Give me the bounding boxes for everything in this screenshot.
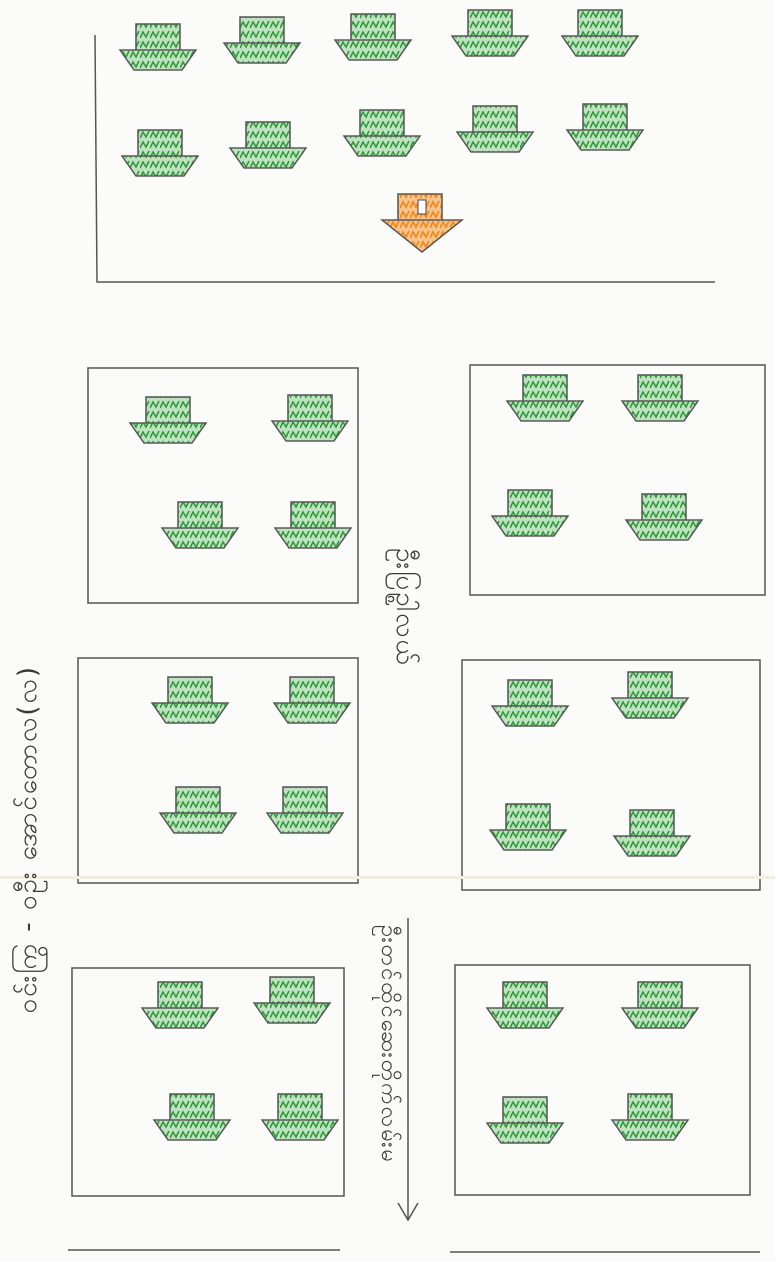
house-sketch-icon	[487, 1097, 563, 1143]
house-sketch-icon	[254, 977, 330, 1023]
house-sketch-icon	[274, 677, 350, 723]
house-sketch-icon	[262, 1094, 338, 1140]
house-sketch-icon	[562, 10, 638, 56]
house-sketch-icon	[267, 787, 343, 833]
house-sketch-icon	[612, 1094, 688, 1140]
house-sketch-icon	[622, 375, 698, 421]
house-sketch-icon	[490, 804, 566, 850]
house-sketch-icon	[162, 502, 238, 548]
house-sketch-icon	[130, 397, 206, 443]
house-sketch-icon	[160, 787, 236, 833]
label-area-name: ဦးပြဥ္ဂါလယ်	[386, 548, 425, 667]
label-road-left: ဝင်းကြွ - ဝဦး အောင်တောလ(လ)	[8, 665, 47, 1013]
block-right-3	[455, 965, 750, 1195]
house-sketch-icon	[614, 810, 690, 856]
house-sketch-icon	[272, 395, 348, 441]
house-sketch-icon	[122, 130, 198, 176]
house-sketch-icon	[344, 110, 420, 156]
house-sketch-icon	[142, 982, 218, 1028]
paper-fold-line	[0, 876, 775, 879]
block-right-2	[462, 660, 760, 890]
house-sketch-icon	[275, 502, 351, 548]
house-sketch-icon	[120, 24, 196, 70]
house-sketch-icon	[487, 982, 563, 1028]
house-sketch-icon	[457, 106, 533, 152]
block-right-1	[470, 365, 765, 595]
house-sketch-icon	[507, 375, 583, 421]
house-sketch-icon	[622, 982, 698, 1028]
house-sketch-icon	[224, 17, 300, 63]
house-sketch-icon	[492, 680, 568, 726]
house-sketch-icon	[492, 490, 568, 536]
house-sketch-icon	[567, 104, 643, 150]
house-sketch-icon	[452, 10, 528, 56]
house-sketch-icon	[612, 672, 688, 718]
highlighted-house-icon	[382, 194, 462, 252]
house-sketch-icon	[626, 494, 702, 540]
house-sketch-icon	[152, 677, 228, 723]
label-main-road: ဦးတင်ထိုင်ဆေးတိုက်လမ်းမ	[372, 925, 405, 1164]
house-sketch-icon	[230, 122, 306, 168]
house-sketch-icon	[335, 14, 411, 60]
house-sketch-icon	[154, 1094, 230, 1140]
